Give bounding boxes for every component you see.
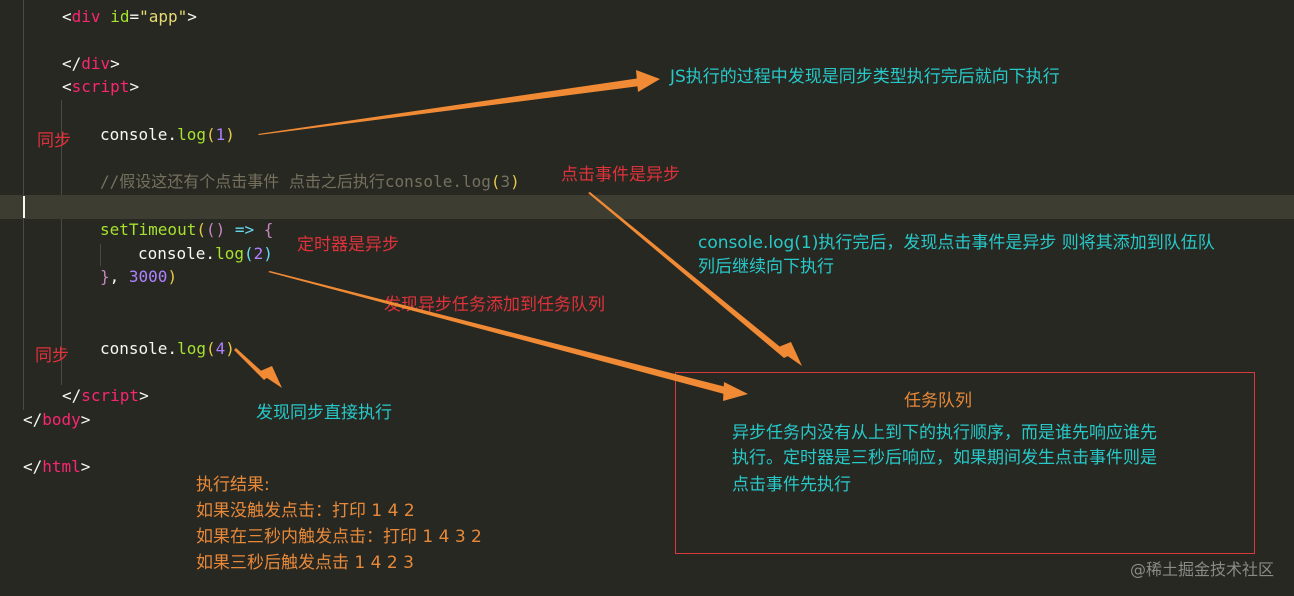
token: > xyxy=(139,386,149,405)
token: setTimeout xyxy=(100,220,197,239)
task-queue-line2: 执行。定时器是三秒后响应，如果期间发生点击事件则是 xyxy=(732,448,1157,468)
token: //假设这还有个点击事件 点击之后执行console.log xyxy=(100,172,491,191)
token: ) xyxy=(225,339,235,358)
token: > xyxy=(129,77,140,96)
watermark: @稀土掘金技术社区 xyxy=(1129,560,1274,579)
arrow-icon xyxy=(776,342,802,366)
token: log xyxy=(215,244,244,263)
token: => xyxy=(225,220,264,239)
token: > xyxy=(110,54,120,73)
results-case-click-after-3s: 如果三秒后触发点击 1 4 2 3 xyxy=(196,553,414,573)
results-case-click-within-3s: 如果在三秒内触发点击：打印 1 4 3 2 xyxy=(196,527,482,547)
token: < xyxy=(62,77,72,96)
token: script xyxy=(71,77,130,96)
click-explain-line1: console.log(1)执行完后，发现点击事件是异步 则将其添加到队伍队 xyxy=(698,233,1215,253)
code-line-timeout-end: }, 3000) xyxy=(100,266,177,288)
token: script xyxy=(81,386,140,405)
arrow-icon xyxy=(636,70,660,92)
token: log xyxy=(177,125,206,144)
token: </ xyxy=(62,54,82,73)
code-line-script-close: </script> xyxy=(62,385,149,407)
indent-guide xyxy=(100,244,101,266)
code-line-div-close: </div> xyxy=(62,53,120,75)
code-line-div-open: <div id="app"> xyxy=(62,6,197,28)
arrow-icon xyxy=(258,366,282,388)
token: </ xyxy=(62,386,82,405)
token: console. xyxy=(138,244,216,263)
token: , xyxy=(109,267,129,286)
code-line-settimeout: setTimeout(() => { xyxy=(100,219,273,241)
token: () xyxy=(205,220,226,239)
text-cursor xyxy=(23,196,25,218)
results-case-no-click: 如果没触发点击：打印 1 4 2 xyxy=(196,501,415,521)
token: } xyxy=(100,267,110,286)
token: </ xyxy=(23,457,43,476)
js-exec-note: JS执行的过程中发现是同步类型执行完后就向下执行 xyxy=(670,67,1060,87)
token: 2 xyxy=(253,244,264,263)
token: = xyxy=(129,7,140,26)
code-line-comment: //假设这还有个点击事件 点击之后执行console.log(3) xyxy=(100,171,520,193)
token: body xyxy=(42,410,81,429)
sync-direct-note: 发现同步直接执行 xyxy=(256,403,392,423)
token: > xyxy=(80,410,91,429)
code-line-body-close: </body> xyxy=(23,409,90,431)
add-to-queue-note: 发现异步任务添加到任务队列 xyxy=(384,295,605,315)
code-line-log2: console.log(2) xyxy=(138,243,273,265)
token: > xyxy=(187,7,197,26)
token: ) xyxy=(263,244,273,263)
token: 3 xyxy=(500,172,511,191)
token: log xyxy=(177,339,206,358)
token: ( xyxy=(243,244,254,263)
click-async-note: 点击事件是异步 xyxy=(561,165,680,185)
token: div xyxy=(71,7,101,26)
task-queue-box xyxy=(675,372,1255,554)
arrow-icon xyxy=(258,78,640,135)
task-queue-line3: 点击事件先执行 xyxy=(732,475,851,495)
indent-guide xyxy=(61,100,62,385)
code-line-log4: console.log(4) xyxy=(100,338,235,360)
token: 4 xyxy=(215,339,226,358)
token: ( xyxy=(205,125,216,144)
timer-async-note: 定时器是异步 xyxy=(297,235,399,255)
token: 1 xyxy=(215,125,226,144)
token: html xyxy=(42,457,81,476)
code-line-html-close: </html> xyxy=(23,456,90,478)
token: > xyxy=(80,457,91,476)
token: id xyxy=(110,7,130,26)
code-line-log1: console.log(1) xyxy=(100,124,235,146)
sync-label-1: 同步 xyxy=(37,131,71,151)
task-queue-title: 任务队列 xyxy=(904,391,972,411)
token: div xyxy=(81,54,111,73)
token: 3000 xyxy=(128,267,168,286)
token: ) xyxy=(167,267,178,286)
token: console. xyxy=(100,339,178,358)
current-line-highlight xyxy=(0,195,1294,219)
task-queue-line1: 异步任务内没有从上到下的执行顺序，而是谁先响应谁先 xyxy=(732,423,1157,443)
results-title: 执行结果: xyxy=(196,475,270,495)
arrow-icon xyxy=(234,348,268,380)
click-explain-line2: 列后继续向下执行 xyxy=(698,257,834,277)
token: </ xyxy=(23,410,43,429)
token: ) xyxy=(510,172,520,191)
token: { xyxy=(263,220,274,239)
token: < xyxy=(62,7,72,26)
token: console. xyxy=(100,125,178,144)
token: ( xyxy=(205,339,216,358)
token: "app" xyxy=(139,7,188,26)
token: ( xyxy=(490,172,501,191)
token: ) xyxy=(225,125,235,144)
token: ( xyxy=(196,220,206,239)
sync-label-4: 同步 xyxy=(35,346,69,366)
code-line-script-open: <script> xyxy=(62,76,139,98)
